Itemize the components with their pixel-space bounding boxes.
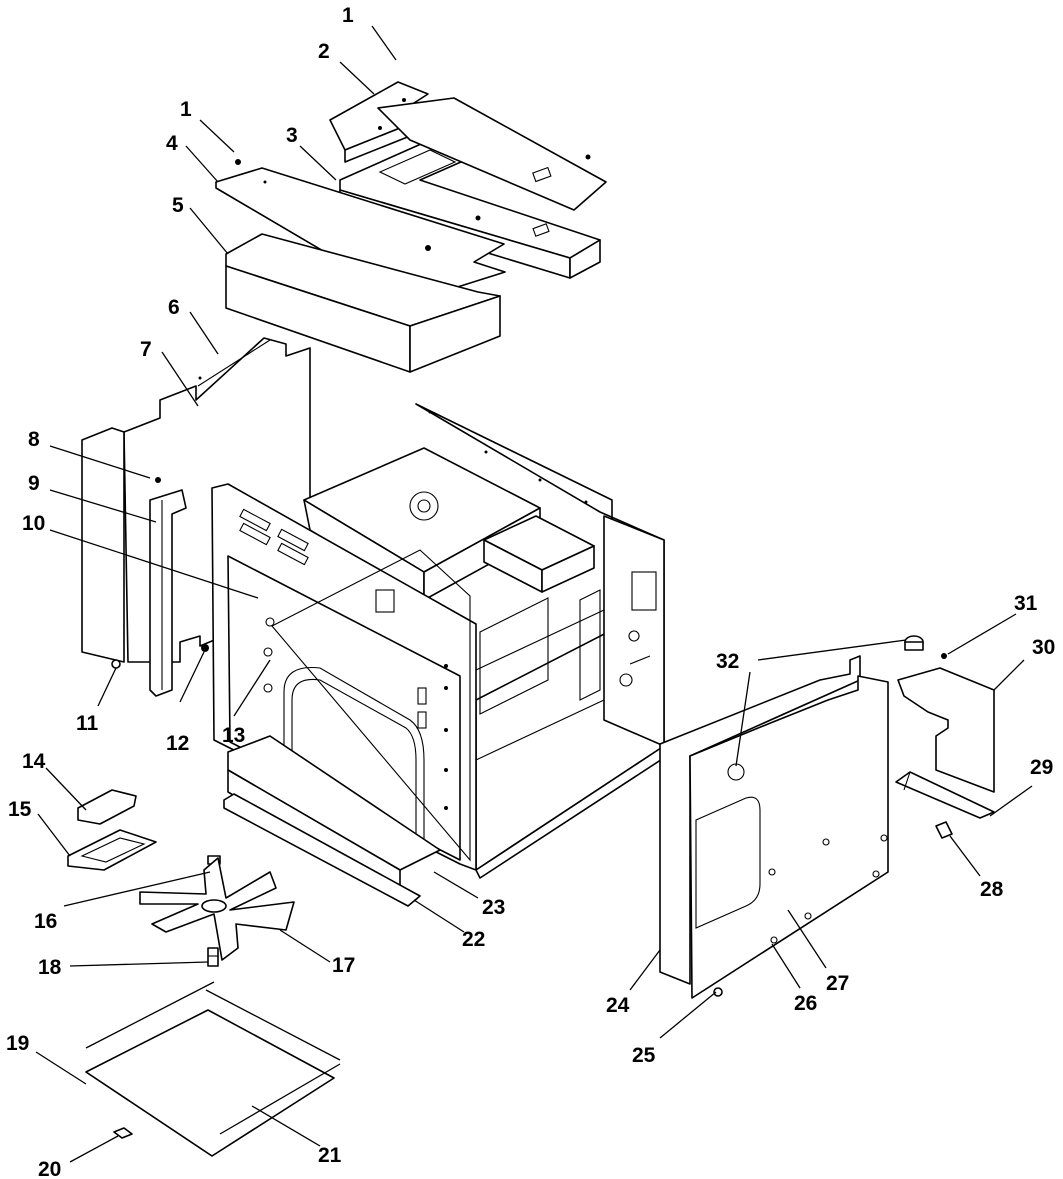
part-20-clip [113,1127,133,1139]
part-29-bracket [895,771,995,819]
callout-31: 31 [1014,592,1038,615]
part-5-insulation-block [225,233,501,373]
callout-21: 21 [318,1144,342,1167]
part-24-rear-insulation [659,655,861,985]
part-30-bracket [897,667,995,793]
callout-22: 22 [462,928,485,951]
callout-1b: 1 [180,98,192,121]
part-22-bottom-pan [223,793,421,907]
callout-18: 18 [38,956,62,979]
part-9-bracket [149,489,187,697]
callout-11: 11 [76,712,99,735]
callout-6: 6 [168,296,180,319]
callout-24: 24 [606,994,630,1017]
callout-29: 29 [1030,756,1053,779]
callout-32: 32 [716,650,739,673]
part-31-screw [941,653,947,659]
oven-cavity-frame [211,403,677,879]
callout-16: 16 [34,910,57,933]
callout-13: 13 [222,724,245,747]
callout-8: 8 [28,428,40,451]
part-3-top-panel [377,97,607,237]
callout-23: 23 [482,896,505,919]
callout-12: 12 [166,732,189,755]
callout-4: 4 [166,132,178,155]
callout-3: 3 [286,124,298,147]
part-14-lens [77,789,137,825]
part-15-gasket [67,829,157,871]
callout-28: 28 [980,878,1004,901]
callout-14: 14 [22,750,46,773]
callout-9: 9 [28,472,40,495]
part-7-side-insulation [81,427,125,663]
callout-7: 7 [140,338,152,361]
callout-26: 26 [794,992,817,1015]
leader-lines [35,25,1033,1163]
callout-20: 20 [38,1158,61,1179]
part-8-screw [155,477,161,483]
callout-19: 19 [6,1032,29,1055]
part-19-bottom-panel [85,1009,335,1157]
part-18-shaft [207,947,219,967]
part-11-screw [111,659,121,669]
callout-2: 2 [318,40,330,63]
part-12-screw [201,644,209,652]
callout-15: 15 [8,798,32,821]
part-32-cap [904,635,924,651]
callout-labels: 1 2 1 3 4 5 6 7 8 9 10 11 12 13 14 15 16… [6,4,1055,1179]
callout-25: 25 [632,1044,656,1067]
part-25-rear-panel [689,675,889,999]
callout-17: 17 [332,954,355,977]
callout-10: 10 [22,512,45,535]
part-28-clip [935,821,953,839]
callout-5: 5 [172,194,184,217]
callout-1a: 1 [342,4,354,27]
callout-30: 30 [1032,636,1055,659]
part-21-rails [85,981,341,1135]
callout-27: 27 [826,972,849,995]
part-17-fan-blade [139,857,295,961]
